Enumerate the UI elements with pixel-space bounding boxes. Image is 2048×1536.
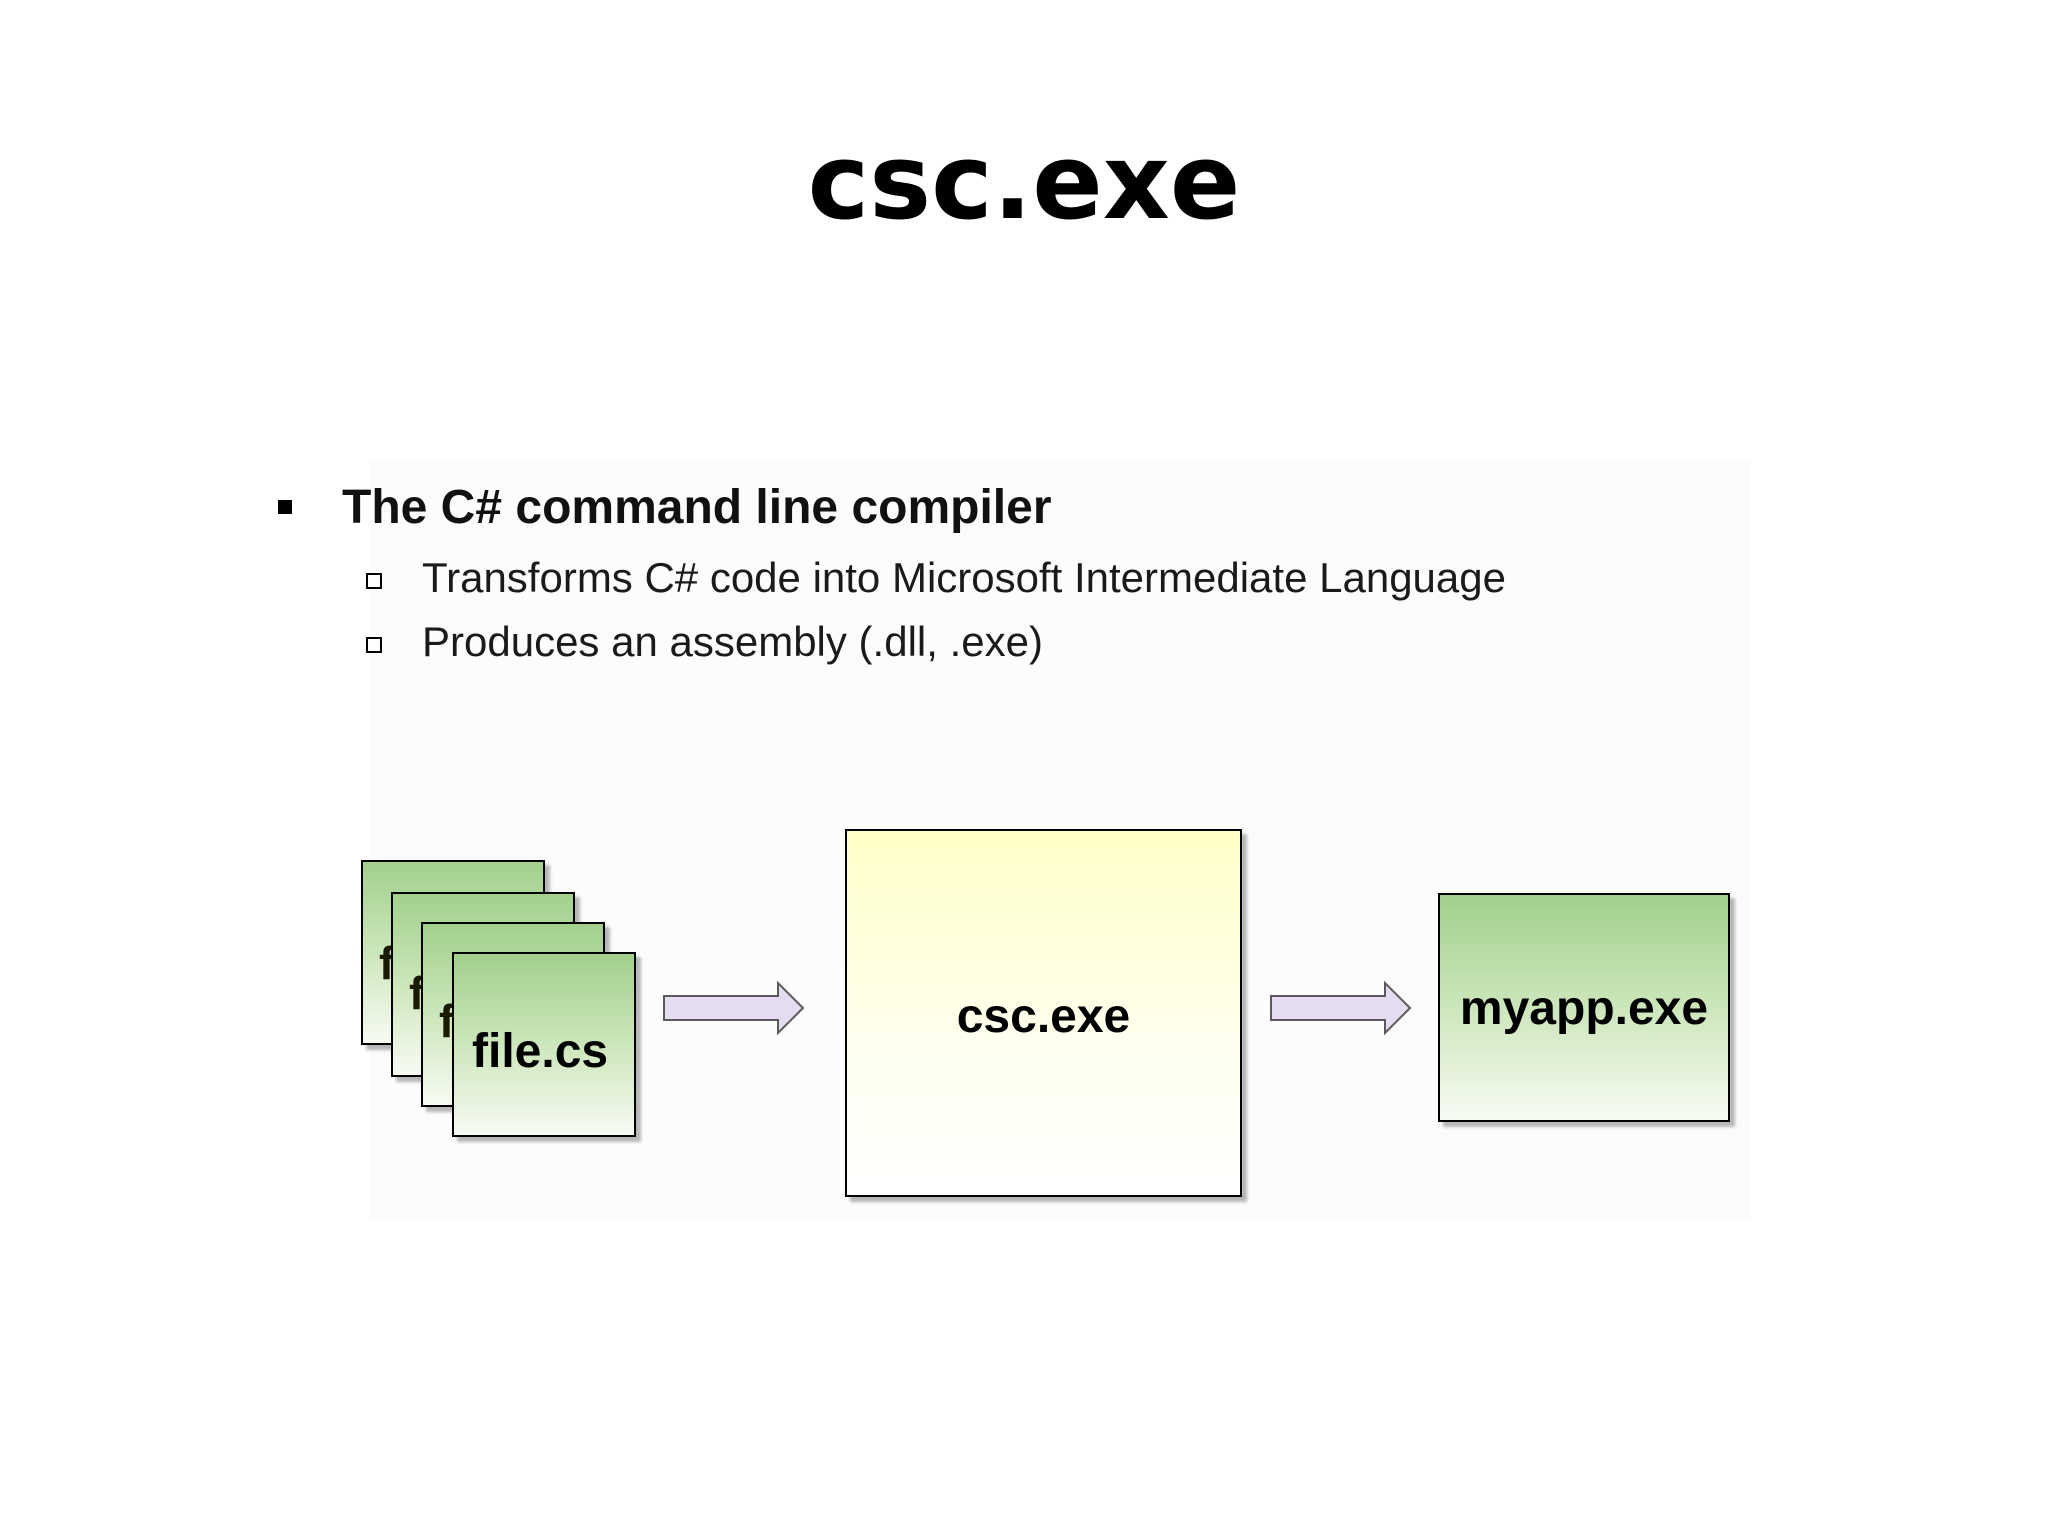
bullet-sub-2-text: Produces an assembly (.dll, .exe) [422, 618, 1043, 665]
right-arrow-icon [663, 980, 805, 1036]
hollow-square-bullet-icon [366, 573, 382, 589]
right-arrow-icon [1270, 980, 1412, 1036]
slide-title: csc.exe [807, 121, 1241, 243]
source-file-peek-letter: f [379, 937, 395, 989]
output-label: myapp.exe [1459, 982, 1709, 1035]
square-bullet-icon [278, 500, 292, 514]
source-file-card: file.cs [452, 952, 636, 1137]
source-file-label: file.cs [472, 1025, 609, 1078]
compiler-box: csc.exe [845, 829, 1242, 1197]
source-file-peek-letter: f [439, 995, 455, 1047]
bullet-sub-1-text: Transforms C# code into Microsoft Interm… [422, 554, 1506, 601]
hollow-square-bullet-icon [366, 637, 382, 653]
output-assembly-box: myapp.exe [1438, 893, 1730, 1122]
compiler-label: csc.exe [956, 990, 1131, 1043]
bullet-main-text: The C# command line compiler [342, 481, 1052, 534]
source-file-peek-letter: f [409, 967, 425, 1019]
